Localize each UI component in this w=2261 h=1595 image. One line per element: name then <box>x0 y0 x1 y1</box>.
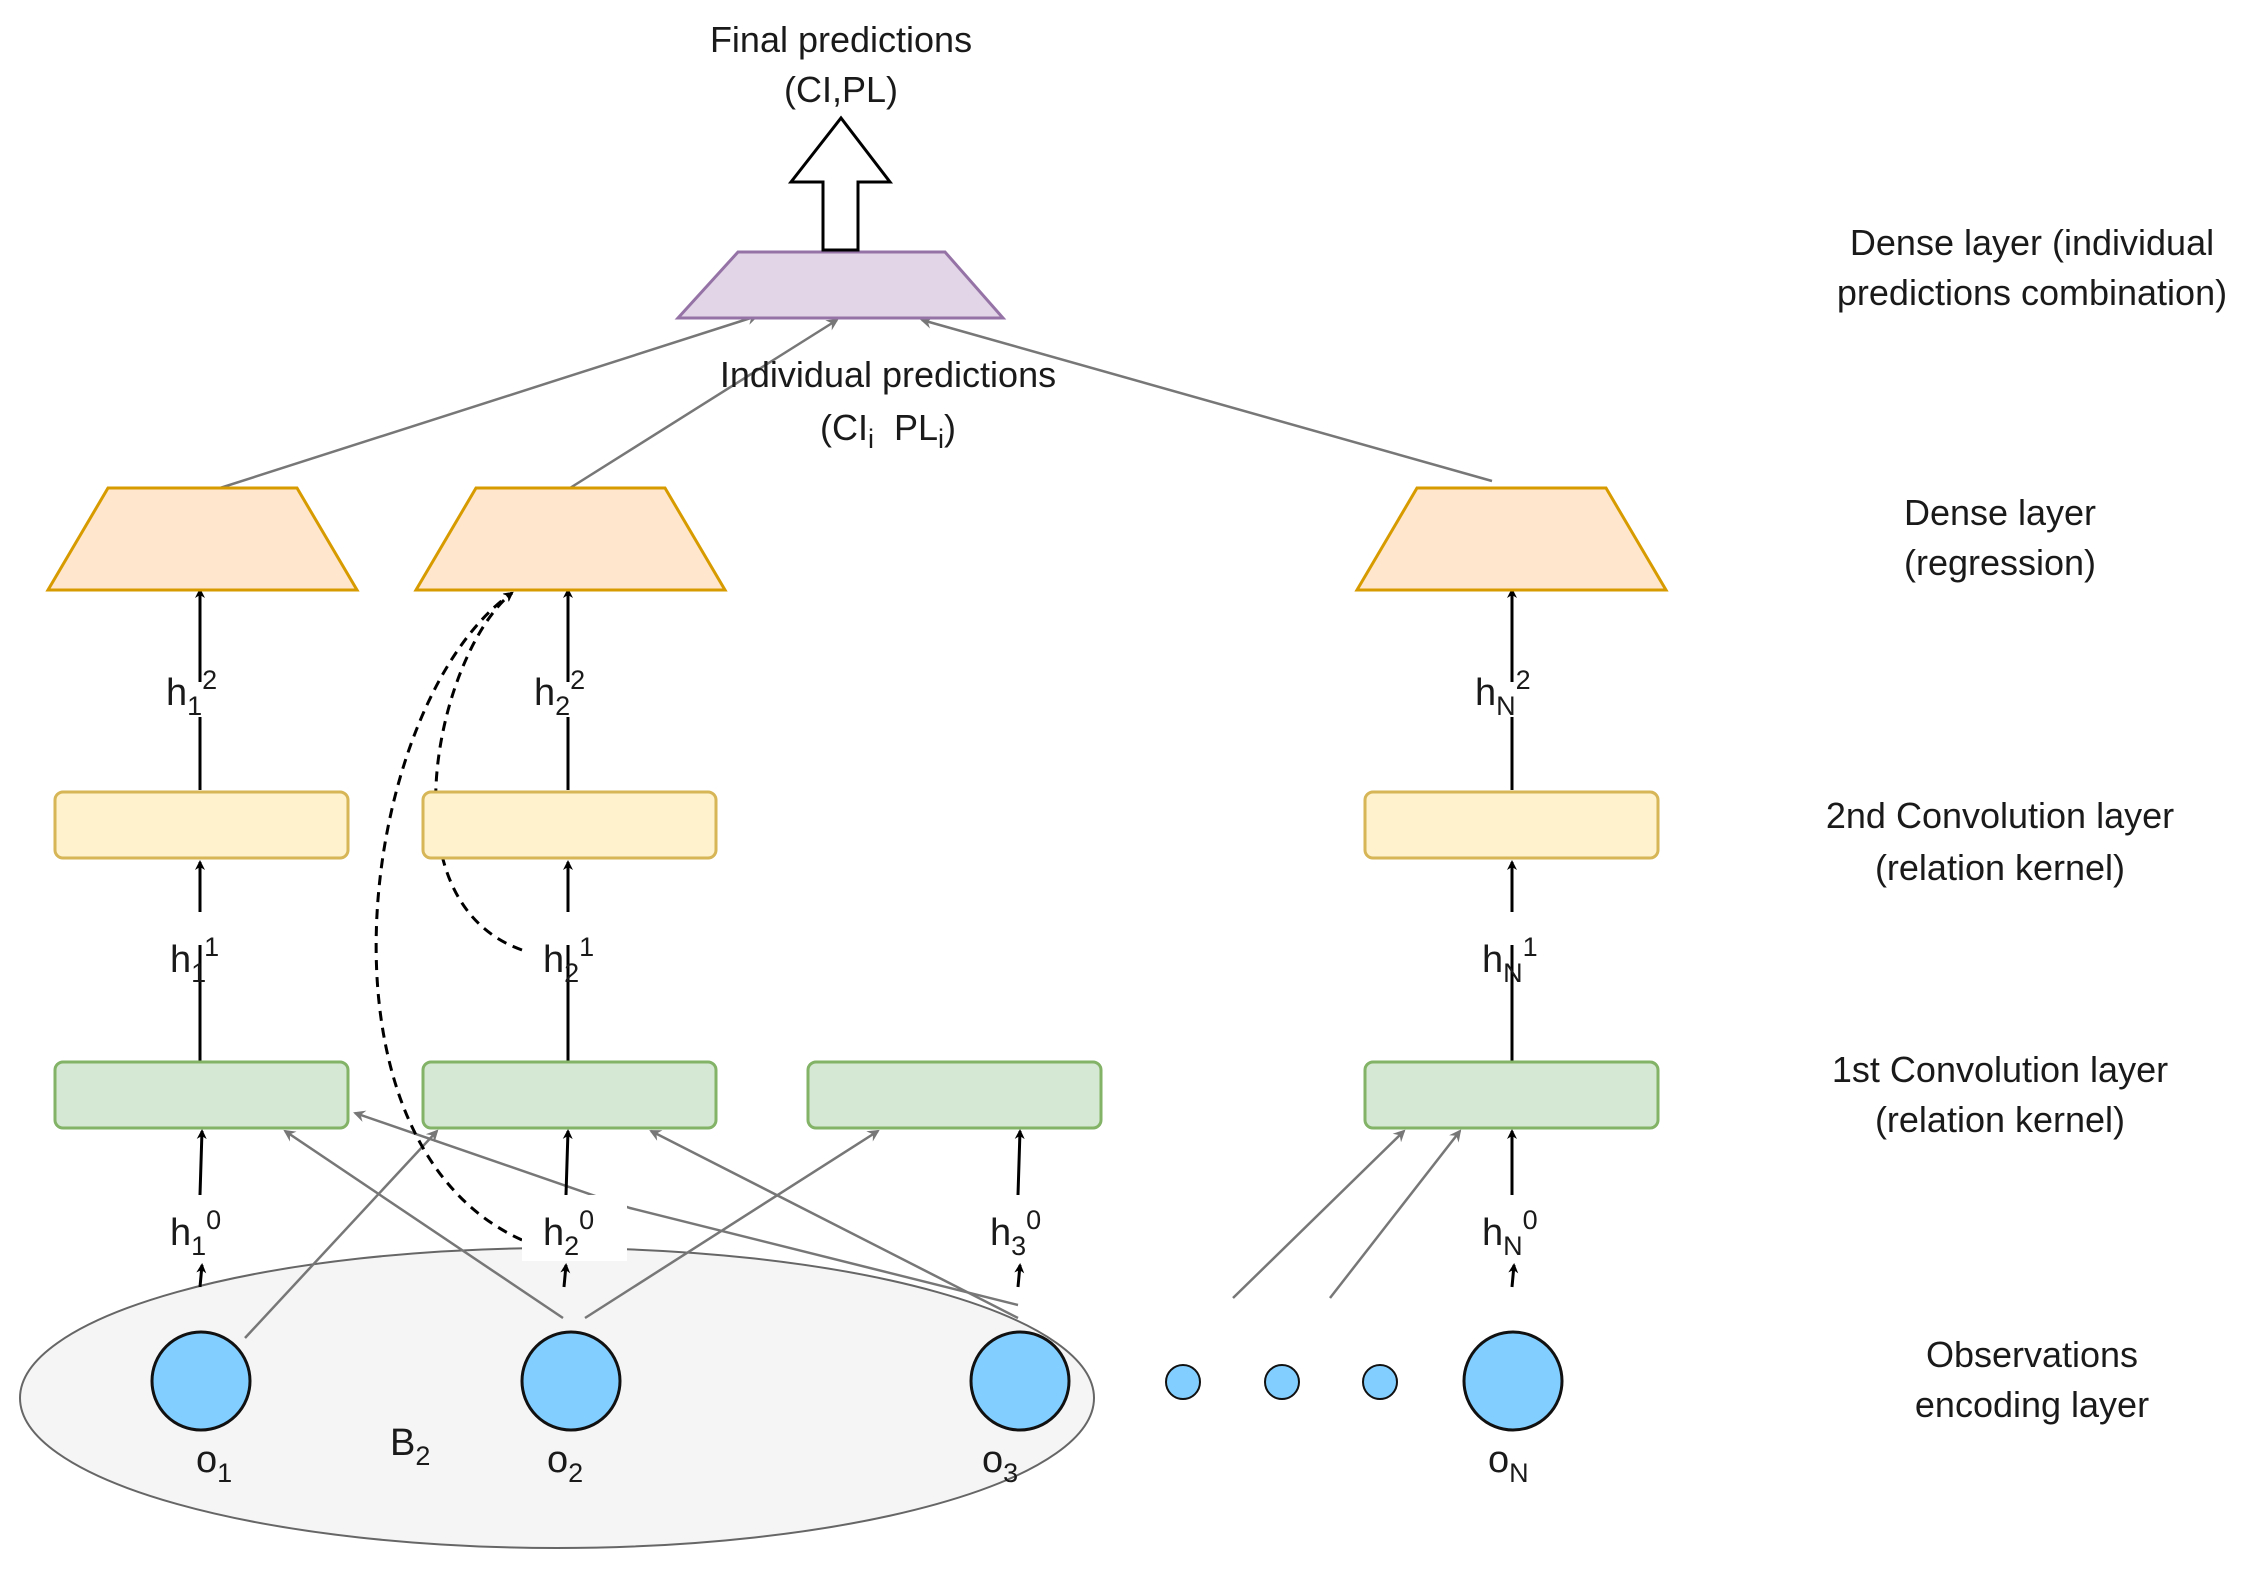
dense-trapezoid-2 <box>413 486 728 592</box>
layer-label-observations-2: encoding layer <box>1915 1384 2149 1425</box>
combination-trapezoid <box>674 250 1007 320</box>
observation-label-1: o1 <box>196 1439 232 1488</box>
observation-node-2 <box>520 1330 622 1432</box>
final-predictions-title: Final predictions <box>710 19 972 60</box>
conv2-box-2 <box>421 790 718 860</box>
conv2-box-n <box>1363 790 1660 860</box>
conv1-box-3 <box>806 1060 1103 1130</box>
conv1-box-n <box>1363 1060 1660 1130</box>
final-output-arrow <box>787 115 894 252</box>
hidden-label-h1-2: h12 <box>166 665 217 721</box>
layer-label-regression-2: (regression) <box>1904 542 2096 583</box>
dense-trapezoid-1 <box>45 486 360 592</box>
observation-label-2: o2 <box>547 1439 583 1488</box>
layer-label-conv1-2: (relation kernel) <box>1875 1099 2125 1140</box>
conv2-box-1 <box>53 790 350 860</box>
vertical-flows <box>195 588 1519 1288</box>
hidden-label-h1-1: h11 <box>170 932 219 988</box>
h0-label-bg-2 <box>522 1195 627 1261</box>
layer-label-regression: Dense layer <box>1904 492 2096 533</box>
hidden-label-h3-0: h30 <box>990 1205 1041 1261</box>
individual-predictions-title: Individual predictions <box>720 354 1056 395</box>
observation-node-1 <box>150 1330 252 1432</box>
observation-label-n: oN <box>1488 1439 1529 1488</box>
hidden-label-h2-1: h21 <box>543 932 594 988</box>
conv1-box-1 <box>53 1060 350 1130</box>
layer-label-conv2-2: (relation kernel) <box>1875 847 2125 888</box>
skip-connections <box>374 591 523 1242</box>
layer-label-conv2: 2nd Convolution layer <box>1826 795 2174 836</box>
hidden-label-h2-0: h20 <box>543 1205 594 1261</box>
layer-label-observations: Observations <box>1926 1334 2138 1375</box>
conv1-box-2 <box>421 1060 718 1130</box>
hidden-label-hN-0: hN0 <box>1482 1205 1538 1261</box>
relation-edges <box>244 1110 1462 1339</box>
prediction-edges <box>219 313 1493 490</box>
ellipsis-dot-2 <box>1264 1364 1300 1400</box>
observation-node-3 <box>969 1330 1071 1432</box>
hidden-label-h1-0: h10 <box>170 1205 221 1261</box>
observation-node-n <box>1462 1330 1564 1432</box>
individual-predictions-values: (CIi PLi) <box>820 407 956 454</box>
group-label: B2 <box>390 1422 430 1471</box>
ellipsis-dot-1 <box>1165 1364 1201 1400</box>
final-predictions-values: (CI,PL) <box>784 69 898 110</box>
observation-label-3: o3 <box>982 1439 1018 1488</box>
dense-trapezoid-n <box>1354 486 1669 592</box>
hidden-label-h2-2: h22 <box>534 665 585 721</box>
layer-label-combination-2: predictions combination) <box>1837 272 2227 313</box>
layer-label-conv1: 1st Convolution layer <box>1832 1049 2168 1090</box>
layer-label-combination: Dense layer (individual <box>1850 222 2214 263</box>
hidden-label-hN-1: hN1 <box>1482 932 1538 988</box>
ellipsis-dot-3 <box>1362 1364 1398 1400</box>
hidden-label-hN-2: hN2 <box>1475 665 1531 721</box>
